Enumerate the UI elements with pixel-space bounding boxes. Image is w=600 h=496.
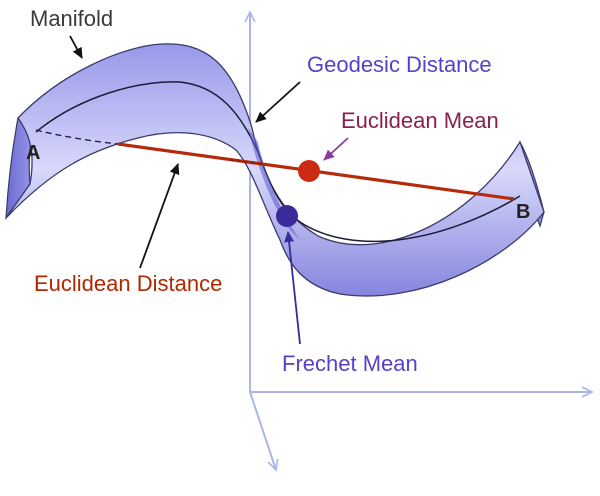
frechet-mean-pointer xyxy=(284,231,301,345)
manifold-ribbon xyxy=(5,43,545,297)
point-b-label: B xyxy=(516,201,531,223)
euclidean-mean-label: Euclidean Mean xyxy=(341,108,499,133)
euclidean-dashed-behind xyxy=(229,159,263,165)
frechet-mean-label: Frechet Mean xyxy=(282,351,418,376)
euclidean-mean-pointer xyxy=(323,137,349,161)
manifold-pointer xyxy=(69,35,83,59)
manifold-label: Manifold xyxy=(30,6,114,31)
manifold-fold-shadow xyxy=(248,128,300,240)
geodesic-distance-label: Geodesic Distance xyxy=(307,52,492,77)
geodesic-pointer xyxy=(255,81,301,123)
euclidean-hidden-segment xyxy=(35,129,119,145)
z-axis xyxy=(249,391,276,470)
manifold-surface xyxy=(5,43,545,297)
axes xyxy=(250,12,592,470)
euclidean-distance-label: Euclidean Distance xyxy=(34,271,223,296)
euclidean-mean-dot xyxy=(298,160,320,182)
point-a-label: A xyxy=(26,142,41,164)
frechet-mean-dot xyxy=(276,205,298,227)
euclidean-distance-pointer xyxy=(139,163,180,269)
